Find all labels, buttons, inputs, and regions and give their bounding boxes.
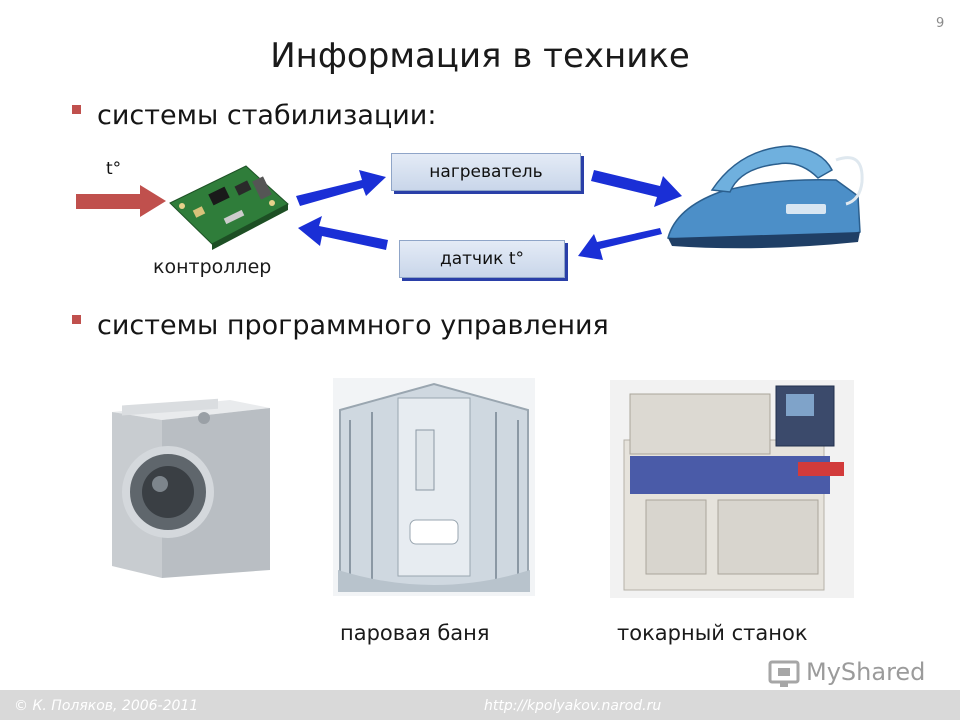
arrow-iron-to-sensor (578, 228, 662, 260)
arrow-controller-to-heater (296, 170, 386, 206)
myshared-logo-icon (768, 660, 800, 687)
temperature-input-arrow (76, 185, 166, 217)
footer-bar: © К. Поляков, 2006-2011 http://kpolyakov… (0, 690, 960, 720)
bullet-stabilization: системы стабилизации: (72, 100, 436, 131)
bullet-text: системы программного управления (97, 310, 609, 341)
slide-number: 9 (936, 16, 945, 31)
steam-shower-icon (333, 378, 535, 596)
caption-steam-bath: паровая баня (340, 621, 490, 645)
watermark-brand: MyShared (806, 658, 926, 686)
temperature-label: t° (106, 159, 122, 179)
heater-box: нагреватель (391, 153, 581, 191)
iron-icon (667, 145, 864, 249)
caption-lathe: токарный станок (617, 621, 808, 645)
controller-label: контроллер (153, 256, 272, 278)
bullet-text: системы стабилизации: (97, 100, 437, 131)
sensor-box: датчик t° (399, 240, 565, 278)
arrow-heater-to-iron (591, 170, 682, 207)
copyright-icon: © (14, 698, 33, 714)
lathe-machine-icon (610, 380, 854, 598)
footer-copyright: © К. Поляков, 2006-2011 (14, 698, 198, 714)
footer-copyright-text: К. Поляков, 2006-2011 (32, 698, 199, 714)
slide-title: Информация в технике (270, 36, 690, 76)
myshared-watermark: MyShared (766, 656, 926, 692)
bullet-marker (72, 105, 81, 114)
washing-machine-icon (112, 398, 270, 578)
footer-url[interactable]: http://kpolyakov.narod.ru (484, 698, 662, 714)
bullet-marker (72, 315, 81, 324)
bullet-program-control: системы программного управления (72, 310, 609, 341)
arrow-sensor-to-controller (298, 216, 388, 250)
controller-board-icon (169, 165, 289, 250)
